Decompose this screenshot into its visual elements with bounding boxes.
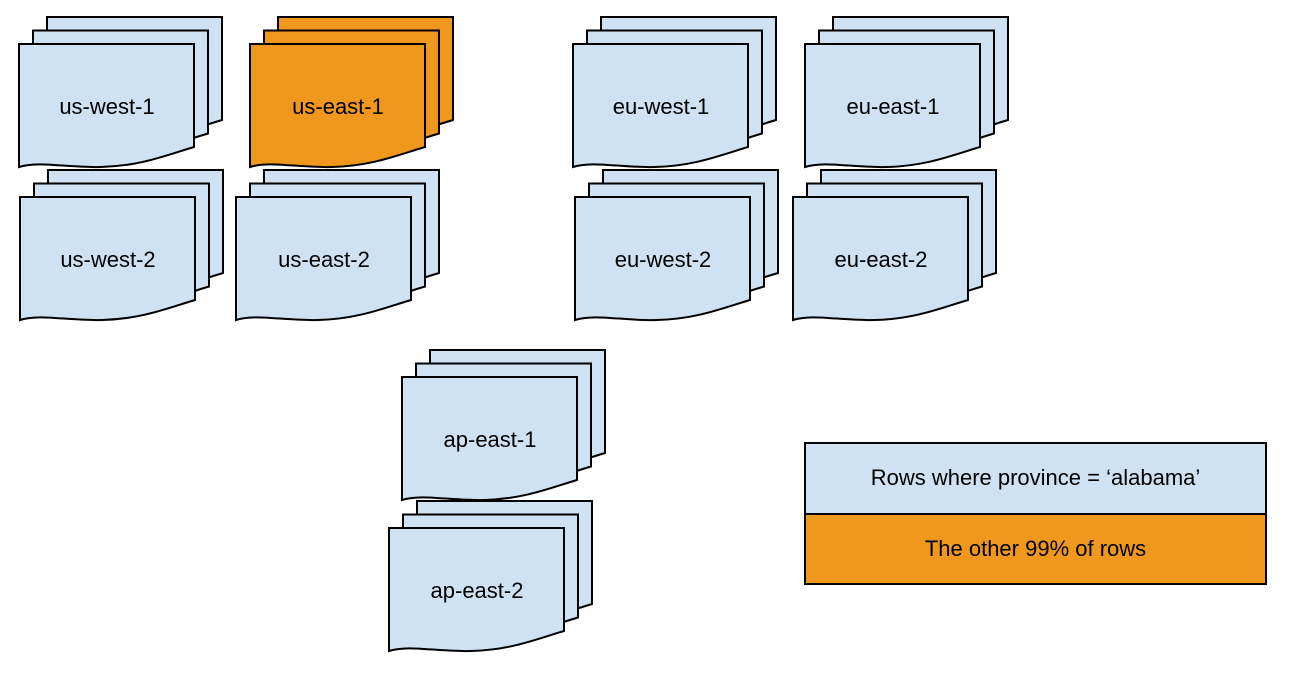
- document-stack-icon: [249, 16, 454, 169]
- legend-label: The other 99% of rows: [924, 535, 1147, 561]
- document-stack-icon: [235, 169, 440, 322]
- region-label: us-east-1: [292, 94, 384, 119]
- region-label: eu-east-1: [846, 94, 940, 119]
- region-stack-ap-east-1: ap-east-1: [401, 349, 609, 507]
- region-stack-eu-west-1: eu-west-1: [572, 16, 780, 174]
- legend-label: Rows where province = ‘alabama’: [870, 465, 1201, 491]
- region-stack-us-east-1: us-east-1: [249, 16, 457, 174]
- region-label: us-east-2: [278, 247, 370, 272]
- region-stack-eu-west-2: eu-west-2: [574, 169, 782, 327]
- legend-row-alabama-rows: Rows where province = ‘alabama’: [806, 444, 1265, 515]
- document-stack-icon: [388, 500, 593, 653]
- region-label: us-west-2: [60, 247, 156, 272]
- document-stack-icon: [401, 349, 606, 502]
- document-stack-icon: [18, 16, 223, 169]
- region-label: eu-west-1: [612, 94, 710, 119]
- region-stack-us-west-2: us-west-2: [19, 169, 227, 327]
- region-stack-us-east-2: us-east-2: [235, 169, 443, 327]
- document-stack-icon: [572, 16, 777, 169]
- document-stack-icon: [574, 169, 779, 322]
- region-stack-us-west-1: us-west-1: [18, 16, 226, 174]
- region-stack-eu-east-1: eu-east-1: [804, 16, 1012, 174]
- region-label: eu-west-2: [614, 247, 712, 272]
- region-label: ap-east-1: [443, 427, 537, 452]
- legend-row-other-rows: The other 99% of rows: [806, 514, 1265, 583]
- region-label: ap-east-2: [430, 578, 524, 603]
- legend: Rows where province = ‘alabama’ The othe…: [804, 442, 1267, 585]
- region-label: eu-east-2: [834, 247, 928, 272]
- document-stack-icon: [792, 169, 997, 322]
- region-stack-ap-east-2: ap-east-2: [388, 500, 596, 658]
- region-label: us-west-1: [59, 94, 155, 119]
- document-stack-icon: [19, 169, 224, 322]
- document-stack-icon: [804, 16, 1009, 169]
- region-stack-eu-east-2: eu-east-2: [792, 169, 1000, 327]
